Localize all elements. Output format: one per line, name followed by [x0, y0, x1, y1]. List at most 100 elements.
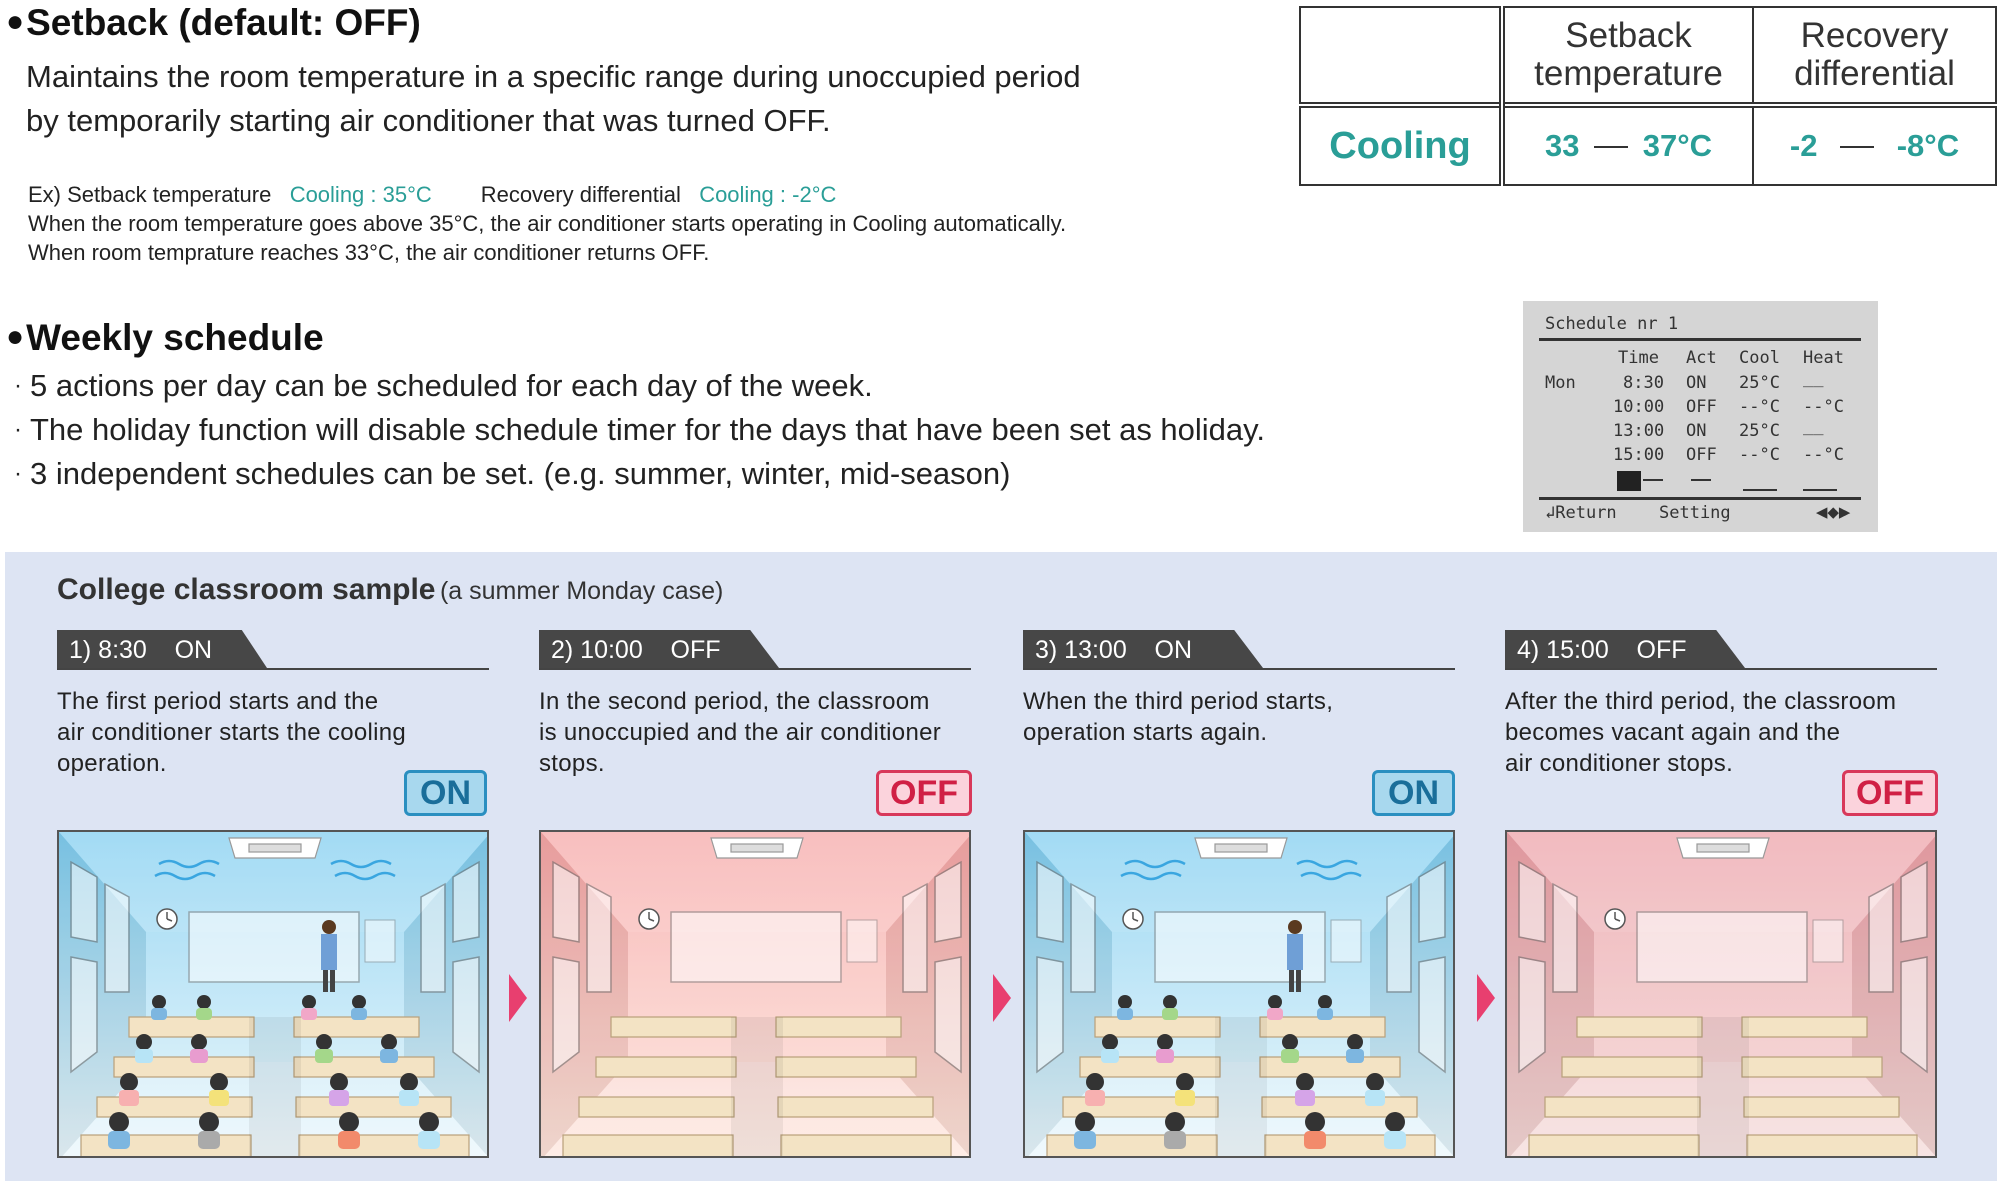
lcd-divider-top: [1539, 338, 1861, 341]
lcd-row3-cool: 25°C: [1739, 421, 1780, 441]
header-recovery-l1: Recovery: [1800, 16, 1949, 55]
lcd-col-act: Act: [1686, 348, 1717, 368]
panel-text-line: operation starts again.: [1023, 719, 1268, 746]
weekly-bullets: ·5 actions per day can be scheduled for …: [6, 364, 1265, 496]
setback-high: 37°C: [1642, 128, 1712, 163]
weekly-bullet: ·3 independent schedules can be set. (e.…: [14, 456, 1011, 491]
example-line1: Ex) Setback temperature Cooling : 35°C R…: [28, 180, 1066, 209]
lcd-row4-time: 15:00: [1613, 445, 1665, 465]
cool-air-icon: [154, 859, 396, 881]
sample-subtitle: (a summer Monday case): [439, 577, 724, 605]
lcd-col-time: Time: [1618, 348, 1659, 368]
panel-2-label: 2) 10:00 OFF: [539, 630, 779, 668]
lcd-divider-bottom: [1539, 497, 1861, 500]
lcd-row3-act: ON: [1686, 421, 1707, 441]
panel-text-line: stops.: [539, 750, 605, 777]
ex-cooling-setback: Cooling : 35°C: [289, 182, 432, 207]
panel-text-line: air conditioner stops.: [1505, 750, 1734, 777]
header-recovery-l2: differential: [1794, 54, 1955, 93]
panel-text-line: is unoccupied and the air conditioner: [539, 719, 942, 746]
table-header-recovery: Recovery differential: [1752, 6, 1997, 106]
ex-cooling-recovery: Cooling : -2°C: [699, 182, 837, 207]
panel-4-header: 4) 15:00 OFF: [1505, 630, 1937, 670]
setback-heading: ●Setback (default: OFF): [6, 2, 421, 43]
classroom-warm-svg-2: [1507, 832, 1935, 1156]
classroom-warm-svg: [541, 832, 969, 1156]
panel-text-line: After the third period, the classroom: [1505, 688, 1897, 715]
sample-title: College classroom sample: [57, 573, 436, 606]
panel-3-label: 3) 13:00 ON: [1023, 630, 1263, 668]
recovery-high: -8°C: [1896, 128, 1960, 163]
setback-desc-line2: by temporarily starting air conditioner …: [26, 103, 831, 138]
panel-text-line: becomes vacant again and the: [1505, 719, 1841, 746]
lcd-row4-act: OFF: [1686, 445, 1717, 465]
ex-prefix: Ex) Setback temperature: [28, 182, 272, 207]
setback-example: Ex) Setback temperature Cooling : 35°C R…: [28, 180, 1066, 267]
header-setback-l1: Setback: [1565, 16, 1692, 55]
panel-3-header: 3) 13:00 ON: [1023, 630, 1455, 670]
panel-2-header: 2) 10:00 OFF: [539, 630, 971, 670]
arrow-right-icon: [993, 974, 1011, 1022]
example-line3: When room temprature reaches 33°C, the a…: [28, 240, 710, 265]
setback-title: Setback (default: OFF): [26, 2, 421, 43]
lcd-return-label: Return: [1555, 503, 1617, 523]
table-setback-range: 33 37°C: [1501, 102, 1754, 186]
off-badge: OFF: [1842, 770, 1938, 816]
panel-1-text: The first period starts and the air cond…: [57, 686, 489, 779]
lcd-footer-return: ↲Return: [1545, 503, 1617, 523]
example-line2: When the room temperature goes above 35°…: [28, 211, 1067, 236]
panel-1: 1) 8:30 ON The first period starts and t…: [57, 630, 489, 779]
lcd-header: Schedule nr 1: [1545, 314, 1679, 334]
panel-4-text: After the third period, the classroom be…: [1505, 686, 1937, 779]
table-row-cooling: Cooling: [1299, 102, 1505, 186]
recovery-low: -2: [1789, 128, 1818, 163]
classroom-illustration-cooling-2: [1023, 830, 1455, 1158]
panel-text-line: operation.: [57, 750, 167, 777]
setback-desc-line1: Maintains the room temperature in a spec…: [26, 59, 1081, 94]
classroom-illustration-off: [539, 830, 971, 1158]
lcd-row4-heat: --°C: [1803, 445, 1844, 465]
classroom-cool-svg-2: [1025, 832, 1453, 1156]
panel-1-header: 1) 8:30 ON: [57, 630, 489, 670]
arrow-right-icon: [1477, 974, 1495, 1022]
setback-description: Maintains the room temperature in a spec…: [26, 55, 1081, 143]
weekly-bullet: ·The holiday function will disable sched…: [14, 412, 1265, 447]
panel-2-text: In the second period, the classroom is u…: [539, 686, 971, 779]
panel-text-line: The first period starts and the: [57, 688, 379, 715]
panel-4: 4) 15:00 OFF After the third period, the…: [1505, 630, 1937, 779]
lcd-row1-heat: __: [1803, 368, 1824, 388]
lcd-footer-setting: Setting: [1659, 503, 1731, 523]
panel-2: 2) 10:00 OFF In the second period, the c…: [539, 630, 971, 779]
lcd-day: Mon: [1545, 373, 1576, 393]
lcd-row2-time: 10:00: [1613, 397, 1665, 417]
table-recovery-range: -2 -8°C: [1752, 102, 1997, 186]
lcd-row4-cool: --°C: [1739, 445, 1780, 465]
panel-text-line: air conditioner starts the cooling: [57, 719, 407, 746]
panel-1-label: 1) 8:30 ON: [57, 630, 267, 668]
return-icon: ↲: [1545, 503, 1556, 523]
lcd-row2-heat: --°C: [1803, 397, 1844, 417]
lcd-row3-time: 13:00: [1613, 421, 1665, 441]
on-badge: ON: [1372, 770, 1455, 816]
weekly-bullet: ·5 actions per day can be scheduled for …: [14, 368, 873, 403]
classroom-illustration-off-2: [1505, 830, 1937, 1158]
header-setback-l2: temperature: [1534, 54, 1723, 93]
lcd-col-heat: Heat: [1803, 348, 1844, 368]
arrow-right-icon: [509, 974, 527, 1022]
bullet-text: The holiday function will disable schedu…: [30, 412, 1265, 447]
lcd-col-cool: Cool: [1739, 348, 1780, 368]
setback-table: Setback temperature Recovery differentia…: [1299, 6, 1997, 186]
table-empty-cell: [1299, 6, 1505, 106]
bullet-text: 5 actions per day can be scheduled for e…: [30, 368, 873, 403]
classroom-illustration-cooling: [57, 830, 489, 1158]
lcd-row1-act: ON: [1686, 373, 1707, 393]
classroom-cool-svg: [59, 832, 487, 1156]
lcd-row1-time: 8:30: [1623, 373, 1664, 393]
ex-mid: Recovery differential: [480, 182, 681, 207]
lcd-row3-heat: __: [1803, 416, 1824, 436]
setback-low: 33: [1545, 128, 1580, 163]
arrows-icon: ◀◆▶: [1816, 501, 1851, 523]
lcd-cursor-block: [1617, 471, 1641, 491]
off-badge: OFF: [876, 770, 972, 816]
panel-3: 3) 13:00 ON When the third period starts…: [1023, 630, 1455, 748]
